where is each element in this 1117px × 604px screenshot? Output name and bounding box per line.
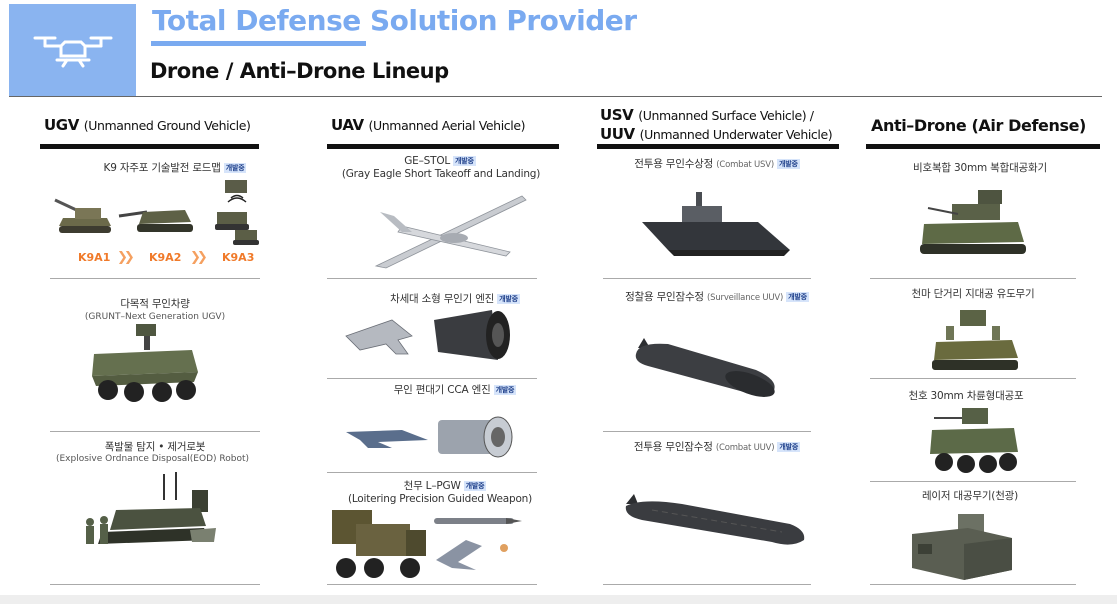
item-divider [50, 584, 260, 585]
eod-robot-subtitle: (Explosive Ordnance Disposal(EOD) Robot) [55, 454, 249, 464]
lpgw-subtitle: (Loitering Precision Guided Weapon) [347, 493, 533, 505]
dev-badge: 개발중 [777, 442, 801, 452]
item-divider [870, 378, 1076, 379]
biho-title: 비호복합 30mm 복합대공화기 [913, 162, 1047, 174]
k9a2-label: K9A2 [149, 251, 182, 264]
k9a3-image [215, 180, 259, 245]
grunt-ugv-subtitle: (GRUNT–Next Generation UGV) [84, 312, 226, 322]
dev-badge: 개발중 [223, 163, 247, 173]
chunho-title: 천호 30mm 차륜형대공포 [908, 390, 1024, 402]
column-heading-uav: UAV (Unmanned Aerial Vehicle) [331, 116, 526, 134]
item-divider [603, 431, 811, 432]
item-divider [603, 584, 811, 585]
laser-weapon-title: 레이저 대공무기(천광) [921, 490, 1019, 502]
column-bar-anti-drone [866, 144, 1100, 149]
k9a3-label: K9A3 [222, 251, 255, 264]
surveillance-uuv-image [635, 338, 775, 397]
footer-band [0, 595, 1117, 604]
column-heading-usv-uuv: USV (Unmanned Surface Vehicle) / UUV (Un… [600, 106, 833, 143]
cca-engine-image [346, 416, 513, 458]
drone-icon [33, 36, 113, 68]
biho-air-defense-image [920, 190, 1026, 254]
k9a1-image [54, 198, 111, 233]
column-bar-ugv [40, 144, 259, 149]
combat-usv-title: 전투용 무인수상정 (Combat USV)개발중 [634, 158, 800, 170]
laser-weapon-image [912, 514, 1012, 580]
page-subtitle: Drone / Anti–Drone Lineup [150, 59, 449, 83]
item-divider [327, 278, 537, 279]
dev-badge: 개발중 [493, 385, 517, 395]
dev-badge: 개발중 [463, 481, 487, 491]
combat-usv-image [642, 192, 790, 256]
eod-robot-image [86, 472, 216, 544]
combat-uuv-title: 전투용 무인잠수정 (Combat UUV)개발중 [633, 441, 801, 453]
item-divider [50, 431, 260, 432]
title-underline [151, 41, 366, 46]
chevron-right-icon: ❯❯ [190, 250, 208, 265]
item-divider [327, 584, 537, 585]
column-bar-uav [327, 144, 559, 149]
chunma-title: 천마 단거리 지대공 유도무기 [911, 288, 1035, 300]
dev-badge: 개발중 [497, 294, 520, 304]
k9-howitzer-images [54, 180, 259, 245]
item-divider [327, 472, 537, 473]
dev-badge: 개발중 [786, 292, 809, 302]
item-divider [603, 278, 811, 279]
eod-robot-title: 폭발물 탐지 • 제거로봇 [104, 441, 206, 453]
chunho-spaag-image [930, 408, 1018, 473]
grunt-ugv-image [92, 324, 198, 402]
chunma-missile-image [932, 310, 1018, 370]
gray-eagle-drone-image [374, 195, 527, 269]
column-heading-anti-drone: Anti–Drone (Air Defense) [871, 116, 1086, 135]
ge-stol-subtitle: (Gray Eagle Short Takeoff and Landing) [341, 168, 541, 180]
column-bar-usv-uuv [597, 144, 839, 149]
grunt-ugv-title: 다목적 무인차량 [120, 298, 190, 310]
item-divider [870, 481, 1076, 482]
item-divider [870, 584, 1076, 585]
combat-uuv-image [625, 494, 805, 545]
item-divider [327, 378, 537, 379]
k9a1-label: K9A1 [78, 251, 111, 264]
dev-badge: 개발중 [776, 159, 800, 169]
chevron-right-icon: ❯❯ [117, 250, 135, 265]
logo-box [9, 4, 136, 97]
surveillance-uuv-title: 정찰용 무인잠수정 (Surveillance UUV)개발중 [625, 291, 809, 303]
small-uav-engine-image [345, 310, 510, 360]
header-divider [9, 96, 1102, 97]
item-divider [870, 278, 1076, 279]
dev-badge: 개발중 [453, 156, 476, 166]
item-divider [50, 278, 260, 279]
k9a2-image [118, 210, 193, 232]
column-heading-ugv: UGV (Unmanned Ground Vehicle) [44, 116, 251, 134]
page-title: Total Defense Solution Provider [152, 4, 637, 37]
chunmoo-launcher-image [332, 510, 522, 578]
